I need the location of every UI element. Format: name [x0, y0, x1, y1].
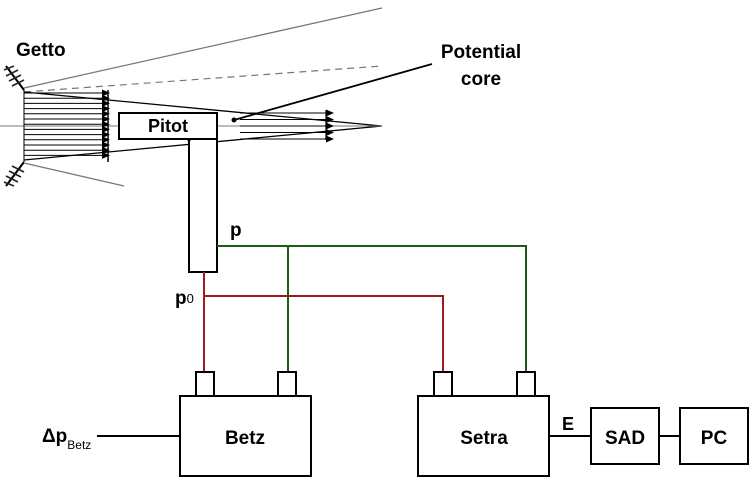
core-leader-dot	[231, 117, 237, 123]
velocity-arrowhead	[326, 109, 334, 117]
velocity-arrowhead	[102, 105, 110, 113]
setra-port-p	[516, 371, 536, 397]
betz-delta-label: ΔpBetz	[42, 426, 91, 452]
velocity-arrowhead	[326, 135, 334, 143]
total-pressure-label: p	[230, 220, 242, 241]
nozzle-wall-upper	[3, 65, 25, 91]
pitot-label: Pitot	[148, 116, 188, 136]
pc-label: PC	[701, 428, 728, 449]
velocity-arrowhead	[326, 129, 334, 136]
velocity-arrowhead	[102, 89, 110, 97]
core-velocity-profile	[240, 109, 334, 143]
betz-port-p0	[195, 371, 215, 397]
jet-label: Getto	[16, 40, 66, 61]
betz-port-p	[277, 371, 297, 397]
velocity-arrowhead	[102, 136, 110, 144]
static-pressure-line	[203, 272, 444, 372]
sad-label: SAD	[605, 428, 645, 449]
nozzle-wall-lower	[3, 161, 25, 187]
velocity-arrowhead	[102, 94, 110, 102]
total-pressure-line	[217, 245, 527, 372]
pitot-probe	[118, 112, 218, 273]
velocity-arrowhead	[102, 110, 110, 118]
setra-port-p0	[433, 371, 453, 397]
velocity-arrowhead	[102, 120, 110, 128]
core-leader-line	[233, 63, 433, 121]
setra-transducer	[417, 395, 550, 477]
betz-manometer	[179, 395, 312, 477]
sad-box	[590, 407, 660, 465]
velocity-arrowhead	[102, 146, 110, 154]
velocity-arrowhead	[326, 116, 334, 123]
betz-label: Betz	[225, 428, 265, 449]
velocity-arrowhead	[102, 141, 110, 149]
exit-velocity-profile	[23, 89, 110, 162]
setra-label: Setra	[460, 428, 508, 449]
velocity-arrowhead	[326, 122, 334, 130]
velocity-arrowhead	[102, 151, 110, 159]
potential-core-label-line2: core	[461, 69, 501, 90]
voltage-label: E	[562, 414, 574, 434]
velocity-arrowhead	[102, 131, 110, 139]
velocity-arrowhead	[102, 125, 110, 133]
static-pressure-label: p0	[175, 288, 194, 309]
velocity-arrowhead	[102, 115, 110, 123]
pc-box	[679, 407, 749, 465]
potential-core-label: Potential	[441, 42, 521, 63]
velocity-arrowhead	[102, 99, 110, 107]
